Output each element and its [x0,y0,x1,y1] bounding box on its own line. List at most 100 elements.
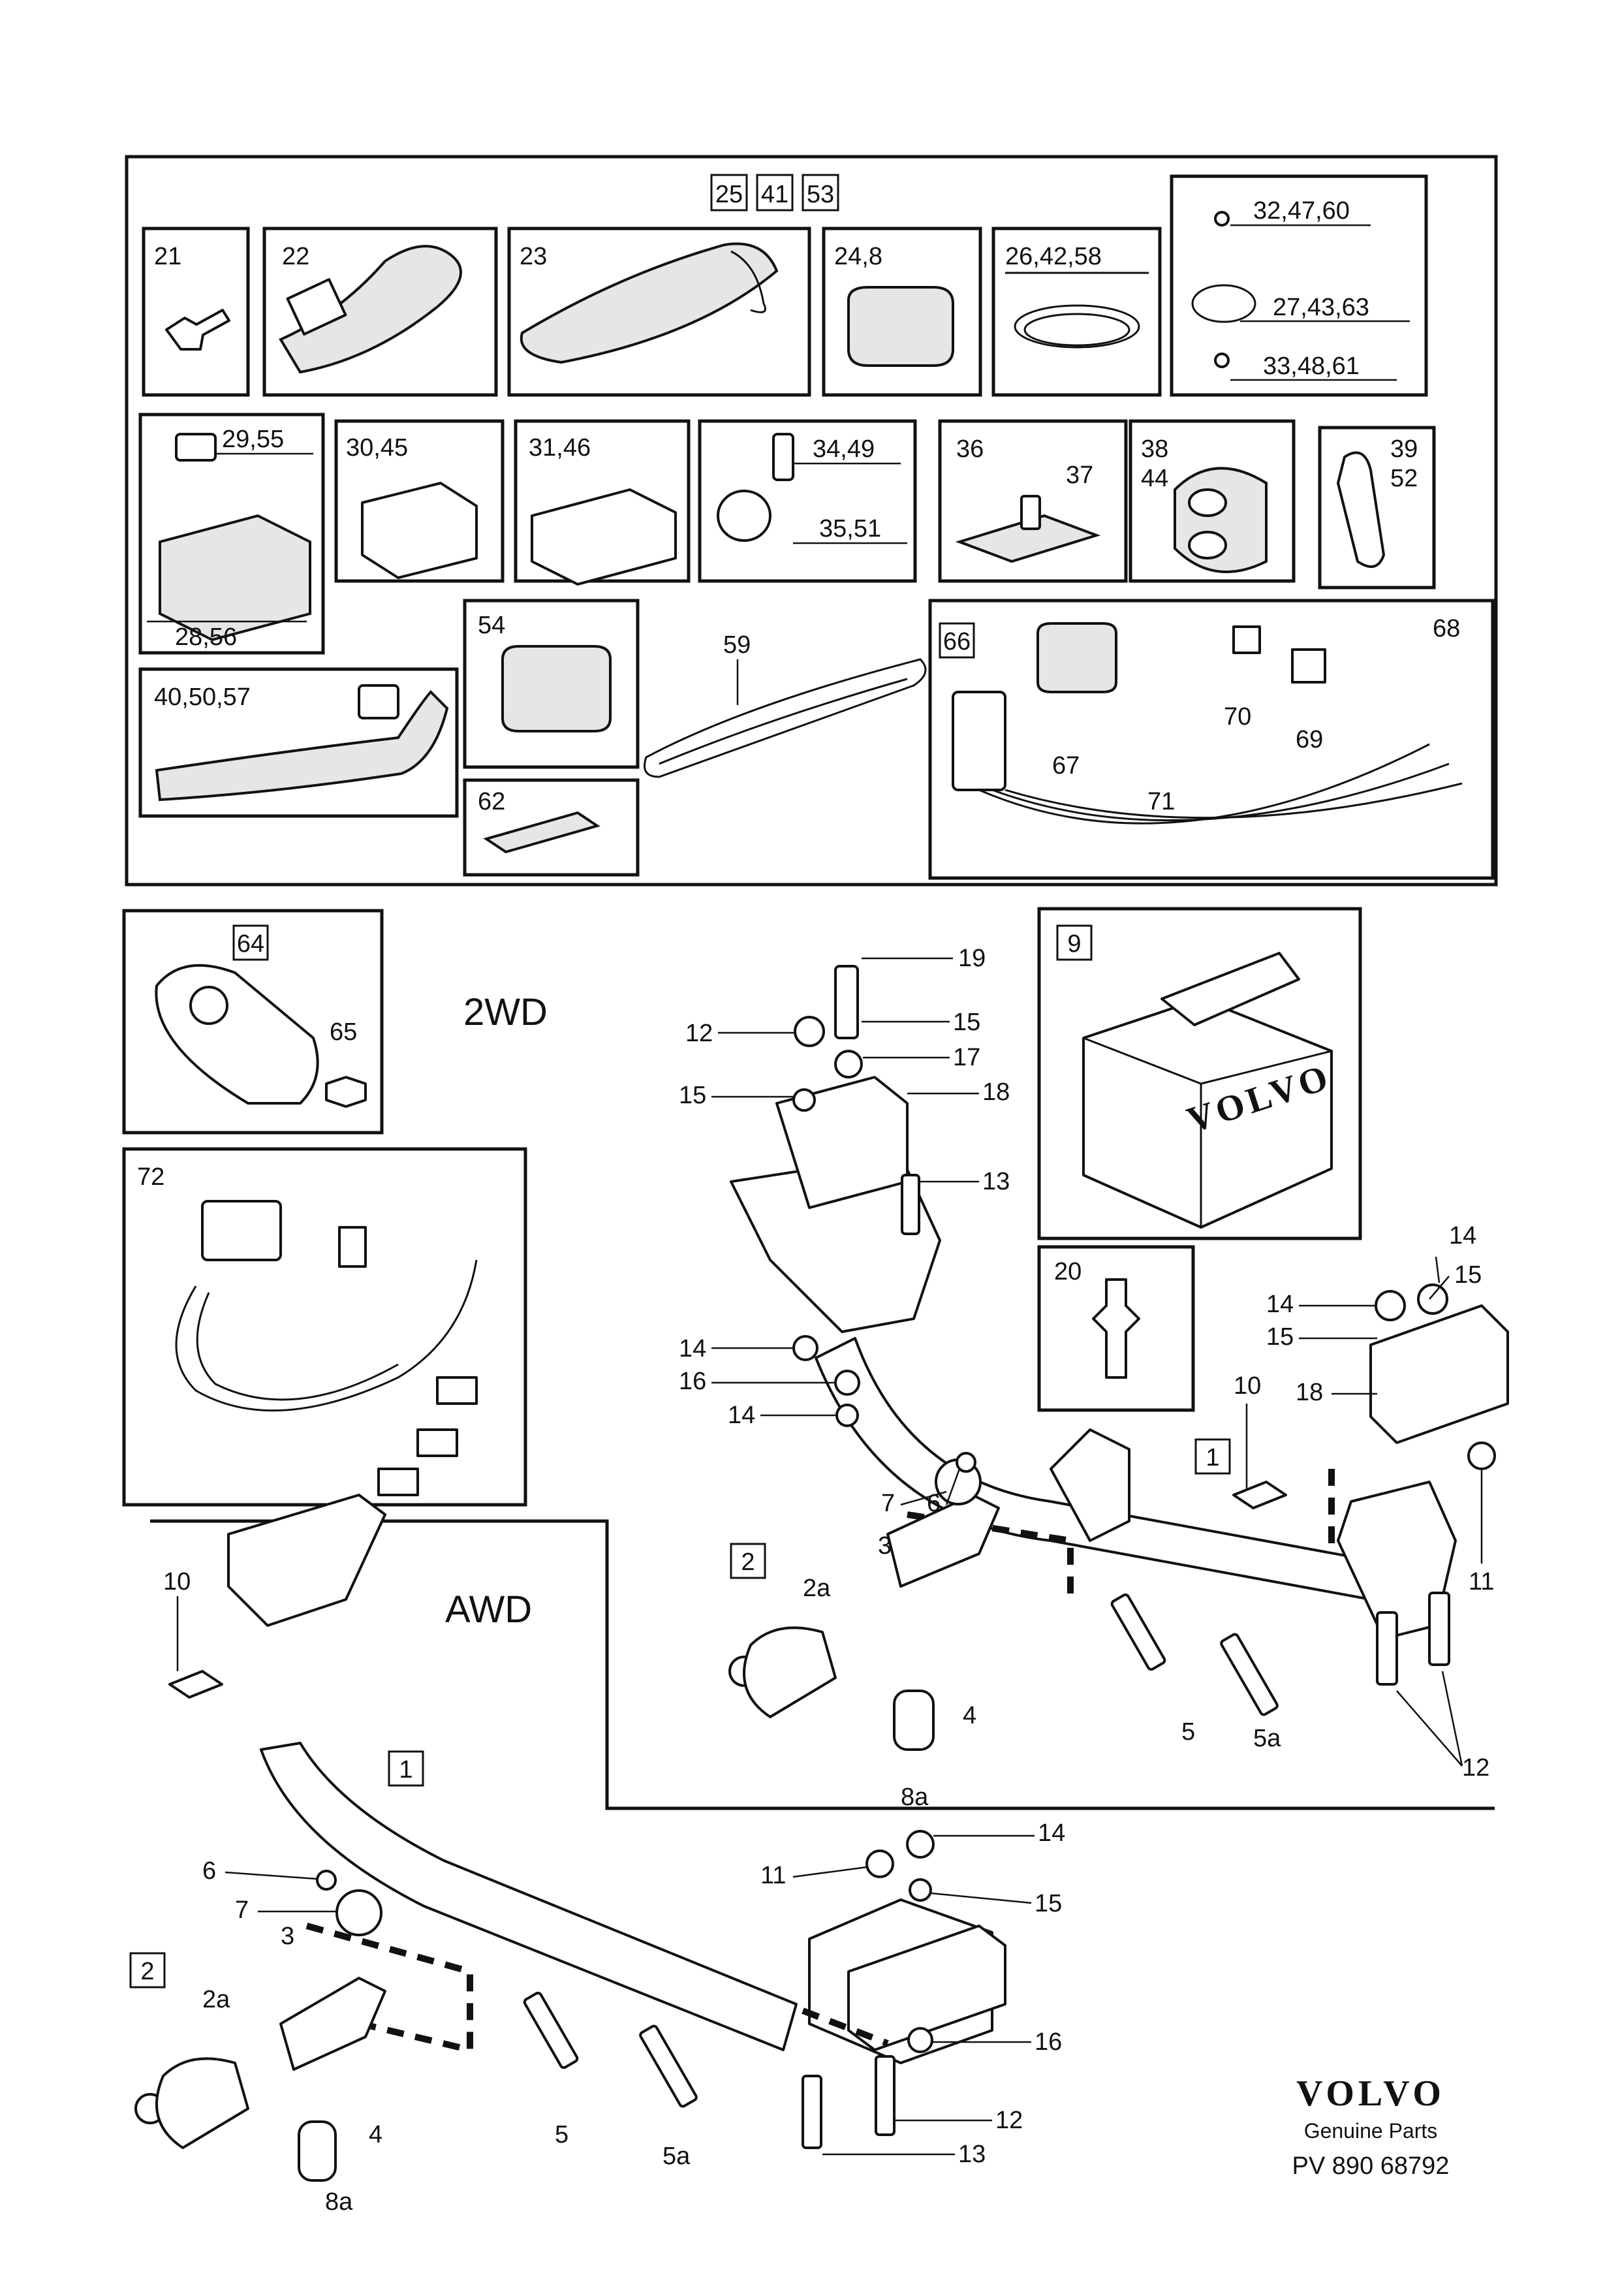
wire-loop-icon [644,658,927,778]
nut-11-right [1467,1441,1496,1470]
label-14: 14 [679,1335,706,1362]
bolt-5 [1110,1593,1166,1671]
nut-11-awd [865,1849,894,1878]
label-7: 7 [881,1490,895,1517]
part-38-cell: 38 44 [1129,419,1296,583]
label-1-awd: 1 [399,1756,413,1784]
part-59-cell: 59 [644,631,927,778]
label-65: 65 [330,1018,357,1046]
label-59: 59 [723,631,751,659]
label-70: 70 [1224,703,1251,731]
nut-14b [835,1404,859,1427]
plate-7-awd [335,1889,382,1936]
nut-14 [792,1335,818,1361]
label-29: 29,55 [222,426,284,453]
label-5-awd: 5 [555,2121,569,2148]
pipe-clamp-icon [717,490,771,542]
label-5a-awd: 5a [662,2143,691,2170]
label-15d: 15 [1266,1323,1294,1351]
bolt-5a [1220,1633,1279,1716]
label-16-awd: 16 [1035,2028,1062,2056]
screw-icon [1214,211,1230,227]
diagram-code: PV 890 68792 [1292,2152,1450,2180]
label-19: 19 [958,945,986,972]
part-9-cell: 9 VOLVO [1037,907,1362,1240]
label-13: 13 [982,1168,1010,1195]
relay-icon [159,514,311,642]
bolt-12-awd [875,2055,896,2136]
harness-wire-icon [175,1259,478,1412]
label-7-awd: 7 [235,1896,249,1924]
label-13-awd: 13 [958,2141,986,2168]
bolt-13 [901,1174,920,1235]
label-12: 12 [685,1020,713,1047]
label-40: 40,50,57 [154,684,251,711]
nut-6 [956,1452,976,1473]
clip-strap-icon [279,245,462,374]
part-30-cell: 30,45 [334,419,505,583]
connector-icon [377,1468,419,1496]
label-16: 16 [679,1368,706,1395]
connector-icon [436,1376,478,1405]
label-39: 39 [1390,435,1418,463]
label-72: 72 [137,1163,164,1191]
relay-icon [1036,622,1117,693]
pin-icon [1092,1278,1140,1379]
label-11-awd: 11 [760,1862,786,1889]
label-17: 17 [953,1044,980,1071]
label-27: 27,43,63 [1273,294,1369,321]
label-28: 28,56 [175,623,237,651]
part-24-cell: 24,8 [822,227,982,397]
towball-mount [886,1494,1000,1588]
variant-2wd-label: 2WD [463,991,548,1033]
label-35: 35,51 [819,515,881,543]
towbar-awd [134,1494,1006,2182]
label-37: 37 [1066,462,1093,489]
label-67: 67 [1052,752,1080,779]
kit-frame [125,155,1498,887]
label-9: 9 [1067,930,1081,958]
nut-icon [325,1076,367,1108]
label-8a: 8a [901,1784,929,1811]
labels-awd: 10 1 6 7 3 2 2a 4 5 5a 8a 11 14 15 16 12… [129,1568,1065,2216]
label-14b: 14 [728,1402,755,1429]
part-54-cell: 54 [463,599,640,769]
label-15c: 15 [1454,1261,1482,1289]
label-2-awd: 2 [140,1958,154,1985]
label-64: 64 [237,930,264,958]
footer-branding: VOLVO Genuine Parts PV 890 68792 [1292,2073,1450,2180]
header-refs: 25 41 53 [710,174,839,212]
nut-14-awd [906,1830,935,1859]
connector-block-icon [952,691,1006,791]
nut-14-right2 [1375,1290,1406,1321]
bolt-19 [834,965,859,1039]
connector-icon [361,482,478,579]
nut-6-awd [316,1870,337,1891]
bracket-plate-icon [155,964,319,1105]
label-15: 15 [953,1009,980,1036]
ref-box-53: 53 [807,181,834,208]
part-21-cell: 21 [142,227,250,397]
label-69: 69 [1296,726,1323,753]
nut-14-right [1417,1283,1448,1315]
washer-16-awd [907,2027,933,2053]
part-39-cell: 39 52 [1318,426,1436,590]
connector-icon [338,1226,367,1268]
part-72-cell: 72 [122,1147,527,1507]
cap-8a-awd [298,2120,337,2182]
terminal-icon [1232,625,1261,654]
part-23-cell: 23 [507,227,811,397]
label-34: 34,49 [813,435,875,463]
label-15b: 15 [679,1082,706,1109]
bolt-10-awd [168,1670,223,1699]
bracket-nut-icon [955,514,1101,563]
bolt-12-right2 [1376,1611,1398,1686]
part-62-cell: 62 [463,778,640,877]
label-32: 32,47,60 [1253,197,1350,225]
part-36-cell: 36 37 [938,419,1128,583]
fuse-icon [175,433,217,462]
channel-right-2wd [1369,1304,1509,1444]
label-4-awd: 4 [369,2121,382,2148]
label-2a: 2a [803,1575,831,1602]
